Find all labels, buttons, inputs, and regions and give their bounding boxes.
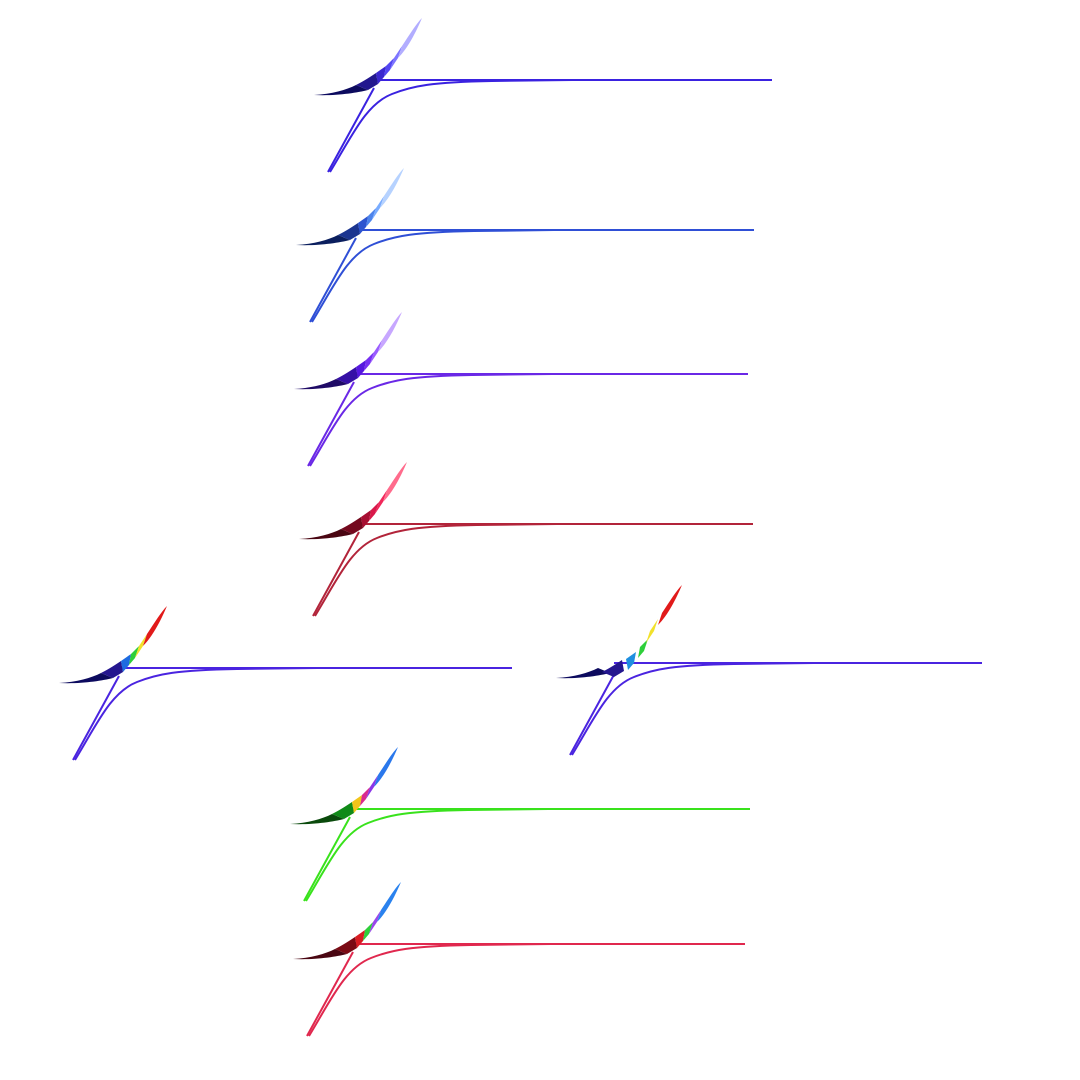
logo-green xyxy=(290,747,750,902)
wing-facet xyxy=(556,668,610,679)
wing-facet xyxy=(363,922,373,941)
diagonal-strand xyxy=(309,237,357,323)
diagonal-strand xyxy=(569,670,617,756)
wing-facet xyxy=(358,216,368,234)
wing-facet xyxy=(384,58,394,77)
logo-azure xyxy=(296,168,754,323)
wing-facet xyxy=(398,18,422,58)
curved-strand xyxy=(309,373,553,467)
wing-facet xyxy=(129,646,139,665)
wing-facet xyxy=(369,910,381,934)
wing-facet xyxy=(59,673,113,684)
wing-facet xyxy=(293,949,347,960)
wing-facet xyxy=(361,510,371,528)
curved-strand xyxy=(305,808,549,902)
wing xyxy=(290,747,398,825)
wing-facet xyxy=(338,223,360,240)
diagonal-strand xyxy=(307,381,355,467)
wing-facet xyxy=(296,235,350,246)
curved-strand xyxy=(74,667,318,761)
curved-strand xyxy=(311,229,555,323)
diagonal-strand xyxy=(303,816,351,902)
wing-facet xyxy=(375,490,387,514)
curved-strand xyxy=(329,79,573,173)
wing-facet xyxy=(390,46,402,70)
wing-facet xyxy=(369,502,379,521)
wing-facet xyxy=(135,634,147,658)
wing xyxy=(299,462,407,540)
diagonal-strand xyxy=(312,531,360,617)
wing-facet xyxy=(638,639,648,658)
wing-facet xyxy=(101,661,123,678)
wing xyxy=(296,168,404,246)
wing-facet xyxy=(341,517,363,534)
wing-facet xyxy=(299,529,353,540)
wing-facet xyxy=(332,802,354,819)
logo-rainbow-joined xyxy=(59,606,512,761)
logo-violet xyxy=(294,312,748,467)
logo-red-blue xyxy=(293,882,745,1037)
wing xyxy=(59,606,167,684)
wing-facet xyxy=(602,660,624,677)
diagonal-strand xyxy=(327,87,375,173)
wing-facet xyxy=(626,652,636,670)
wing-facet xyxy=(380,168,404,208)
wing xyxy=(293,882,401,960)
wing-facet xyxy=(366,208,376,227)
wing-facet xyxy=(376,66,386,84)
wing-facet xyxy=(383,462,407,502)
wing-facet xyxy=(356,73,378,90)
logo-blue xyxy=(314,18,772,173)
wing-facet xyxy=(658,585,682,625)
wing-facet xyxy=(290,814,344,825)
diagonal-strand xyxy=(306,951,354,1037)
wing-facet xyxy=(121,654,131,672)
wing xyxy=(294,312,402,390)
curved-strand xyxy=(308,943,552,1037)
wing-facet xyxy=(378,312,402,352)
wing xyxy=(556,585,682,679)
wing-facet xyxy=(294,379,348,390)
wing-facet xyxy=(314,85,368,96)
wing-facet xyxy=(356,360,366,378)
wing-facet xyxy=(143,606,167,646)
wing-facet xyxy=(374,747,398,787)
curved-strand xyxy=(571,662,815,756)
wing-facet xyxy=(336,367,358,384)
logo-crimson xyxy=(299,462,753,617)
wing-facet xyxy=(355,930,365,948)
wing-facet xyxy=(646,619,658,643)
wing-facet xyxy=(372,196,384,220)
wing-facet xyxy=(335,937,357,954)
wing xyxy=(314,18,422,96)
diagonal-strand xyxy=(72,675,120,761)
wing-facet xyxy=(360,787,370,806)
curved-strand xyxy=(314,523,558,617)
wing-facet xyxy=(366,775,378,799)
wing-facet xyxy=(377,882,401,922)
wing-facet xyxy=(352,795,362,813)
logo-rainbow-exploded xyxy=(556,585,982,756)
wing-facet xyxy=(364,352,374,371)
wing-facet xyxy=(370,340,382,364)
